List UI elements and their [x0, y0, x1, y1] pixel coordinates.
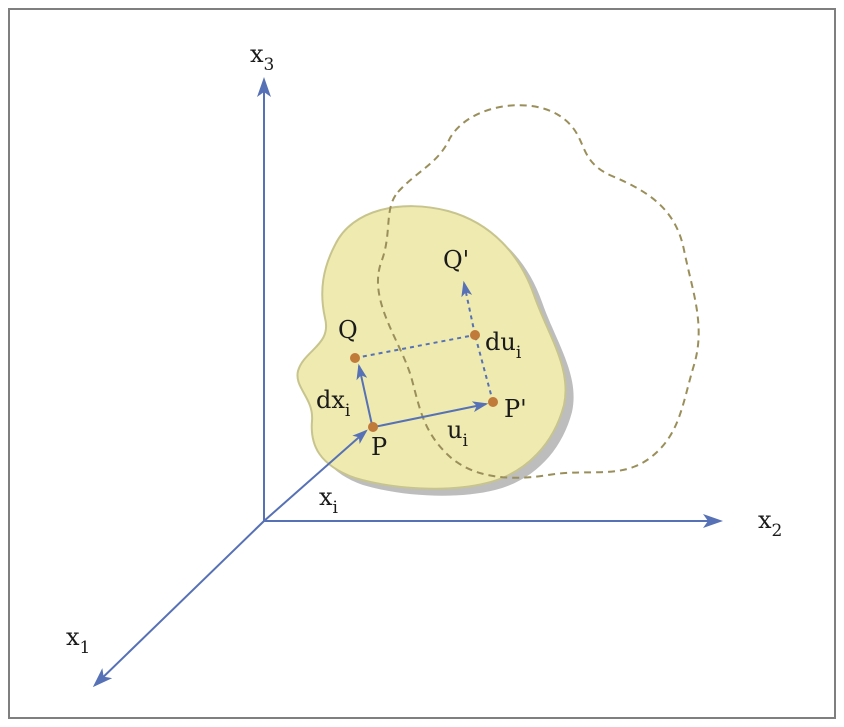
point-q-prime-label: Q': [443, 246, 469, 274]
x1-axis-label: x1: [66, 623, 90, 658]
du-vector-line: [461, 280, 476, 336]
point-q-label: Q: [338, 316, 358, 344]
point-p-prime: [488, 397, 498, 407]
point-q-prime-origin: [470, 330, 480, 340]
point-q: [350, 353, 360, 363]
x2-axis-label: x2: [758, 506, 782, 541]
displacement-diff-label: dui: [485, 328, 522, 363]
displacement-vector-ui: [373, 401, 489, 428]
displacement-vector-label: ui: [447, 416, 468, 451]
element-vector-label: dxi: [316, 386, 351, 421]
position-vector-label: xi: [319, 483, 339, 518]
point-p-label: P: [371, 433, 387, 461]
point-p-prime-label: P': [504, 395, 527, 423]
element-vector-dxi: [356, 363, 373, 426]
x3-axis-label: x3: [250, 40, 274, 75]
deformed-body-outline: [376, 104, 700, 479]
position-vector-xi: [263, 429, 368, 522]
point-p: [368, 422, 378, 432]
x1-axis: [92, 520, 265, 688]
undeformed-body: [296, 205, 567, 490]
dotted-line-p-prime-to-q-prime: [474, 334, 494, 403]
